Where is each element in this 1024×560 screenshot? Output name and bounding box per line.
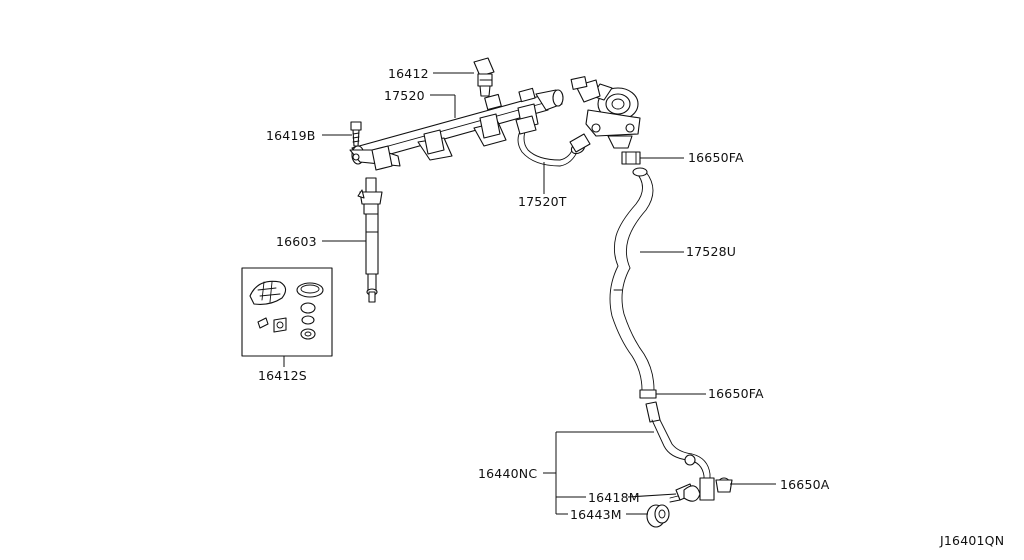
tube-clip[interactable]: [715, 477, 733, 493]
fuel-feed-tube[interactable]: [515, 115, 591, 167]
fuel-injector[interactable]: [357, 177, 383, 303]
part-labels: 16412 17520 16419B 16650FA 17520T 16603 …: [258, 66, 1004, 548]
grommet[interactable]: [646, 504, 670, 528]
label-16650FA-top: 16650FA: [688, 150, 744, 165]
hose-clamp-top[interactable]: [621, 151, 641, 165]
seal-ring[interactable]: [669, 483, 701, 503]
hose-clamp-bottom[interactable]: [639, 389, 657, 399]
leader-lines: [283, 72, 776, 515]
fuel-rail[interactable]: [349, 87, 564, 171]
label-16412: 16412: [388, 66, 429, 81]
high-pressure-fuel-pump[interactable]: [570, 76, 641, 149]
label-16650FA-bottom: 16650FA: [708, 386, 764, 401]
label-17528U: 17528U: [686, 244, 736, 259]
fuel-hose[interactable]: [609, 167, 655, 391]
label-16419B: 16419B: [266, 128, 316, 143]
rail-mounting-bolt[interactable]: [350, 121, 362, 147]
label-16412S: 16412S: [258, 368, 307, 383]
label-16603: 16603: [276, 234, 317, 249]
label-16440NC: 16440NC: [478, 466, 537, 481]
fuel-tube-assembly[interactable]: [645, 401, 715, 501]
injector-seal-kit[interactable]: [241, 267, 333, 357]
label-16650A: 16650A: [780, 477, 830, 492]
label-16443M: 16443M: [570, 507, 622, 522]
label-16418M: 16418M: [588, 490, 640, 505]
fuel-pressure-sensor[interactable]: [473, 57, 495, 97]
label-17520T: 17520T: [518, 194, 567, 209]
diagram-code: J16401QN: [939, 533, 1004, 548]
label-17520: 17520: [384, 88, 425, 103]
